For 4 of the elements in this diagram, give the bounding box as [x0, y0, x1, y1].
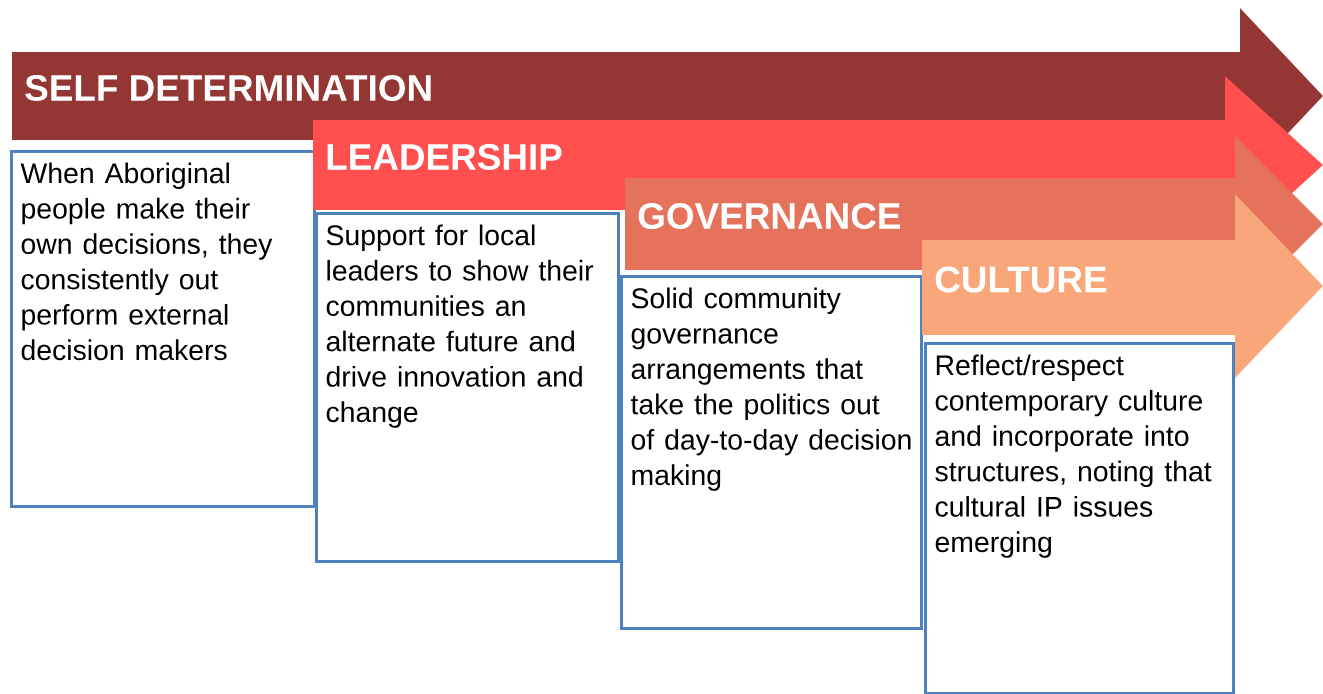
text-box: When Aboriginal people make their own decisions, they consistently out perform external decision makers	[10, 150, 316, 508]
text-box: Solid community governance arrangements that take the politics out of day-to-day decision making	[620, 275, 923, 630]
text-box: Reflect/respect contemporary culture and incorporate into structures, noting that cultural IP issues emerging	[924, 342, 1235, 694]
text-box: Support for local leaders to show their communities an alternate future and drive innovation and change	[315, 212, 620, 563]
